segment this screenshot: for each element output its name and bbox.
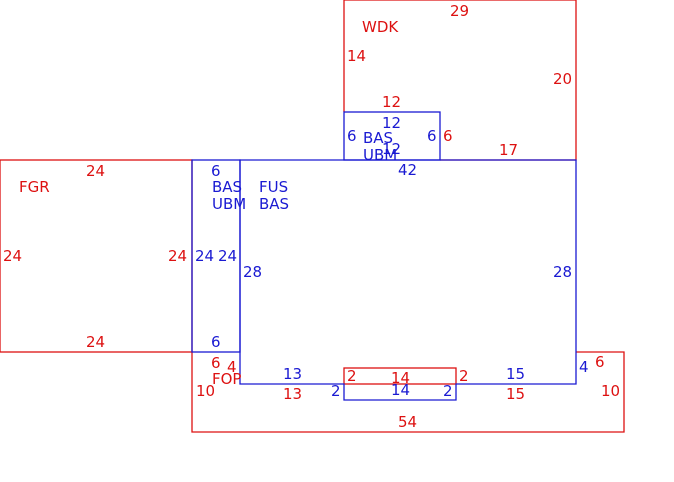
dim-notch-bottom: 14 bbox=[391, 381, 410, 399]
bas-small-label: BAS bbox=[363, 129, 393, 147]
dim-wdk-inner-top: 12 bbox=[382, 93, 401, 111]
dim-fop-lower-right: 15 bbox=[506, 385, 525, 403]
dim-bas-small-top: 12 bbox=[382, 114, 401, 132]
dim-wdk-inner-right: 6 bbox=[443, 127, 453, 145]
dim-fgr-bottom: 24 bbox=[86, 333, 105, 351]
dim-fgr-left: 24 bbox=[3, 247, 22, 265]
dim-strip-left: 24 bbox=[195, 247, 214, 265]
dim-strip-right: 24 bbox=[218, 247, 237, 265]
dim-main-bottom-right: 4 bbox=[579, 358, 589, 376]
dim-strip-top: 6 bbox=[211, 162, 221, 180]
dim-fop-notch-left: 2 bbox=[347, 367, 357, 385]
main-outline bbox=[239, 159, 577, 401]
dim-fop-notch-right: 2 bbox=[459, 367, 469, 385]
bas-main-label: BAS bbox=[259, 195, 289, 213]
dim-wdk-right: 20 bbox=[553, 70, 572, 88]
dim-fop-left: 10 bbox=[196, 382, 215, 400]
fop-label: FOP bbox=[212, 370, 241, 388]
dim-bas-small-bottom: 12 bbox=[382, 140, 401, 158]
dim-wdk-left: 14 bbox=[347, 47, 366, 65]
ubm-left-label: UBM bbox=[212, 195, 246, 213]
dim-strip-bottom: 6 bbox=[211, 333, 221, 351]
ubm-small-label: UBM bbox=[363, 146, 397, 164]
dim-fop-lower-left: 13 bbox=[283, 385, 302, 403]
dim-notch-left: 2 bbox=[331, 382, 341, 400]
dim-bas-small-left: 6 bbox=[347, 127, 357, 145]
dim-fop-bottom: 54 bbox=[398, 413, 417, 431]
dim-main-top: 42 bbox=[398, 161, 417, 179]
dim-bottom-right: 15 bbox=[506, 365, 525, 383]
dim-main-right: 28 bbox=[553, 263, 572, 281]
dim-fop-notch-top: 14 bbox=[391, 369, 410, 387]
dim-wdk-right-lower: 17 bbox=[499, 141, 518, 159]
fop-outline bbox=[191, 351, 625, 433]
dim-bas-small-right: 6 bbox=[427, 127, 437, 145]
dim-fop-top-left: 6 bbox=[211, 354, 221, 372]
fus-label: FUS bbox=[259, 178, 288, 196]
dim-fop-right-top: 6 bbox=[595, 353, 605, 371]
dim-fgr-right: 24 bbox=[168, 247, 187, 265]
wdk-label: WDK bbox=[362, 18, 399, 36]
fop-notch-outline bbox=[343, 367, 457, 385]
dim-notch-right: 2 bbox=[443, 382, 453, 400]
dim-fop-left-inner: 4 bbox=[227, 358, 237, 376]
dim-fgr-top: 24 bbox=[86, 162, 105, 180]
dim-fop-right: 10 bbox=[601, 382, 620, 400]
fgr-label: FGR bbox=[19, 178, 50, 196]
dim-wdk-top: 29 bbox=[450, 2, 469, 20]
bas-left-label: BAS bbox=[212, 178, 242, 196]
dim-main-left: 28 bbox=[243, 263, 262, 281]
dim-bottom-left: 13 bbox=[283, 365, 302, 383]
